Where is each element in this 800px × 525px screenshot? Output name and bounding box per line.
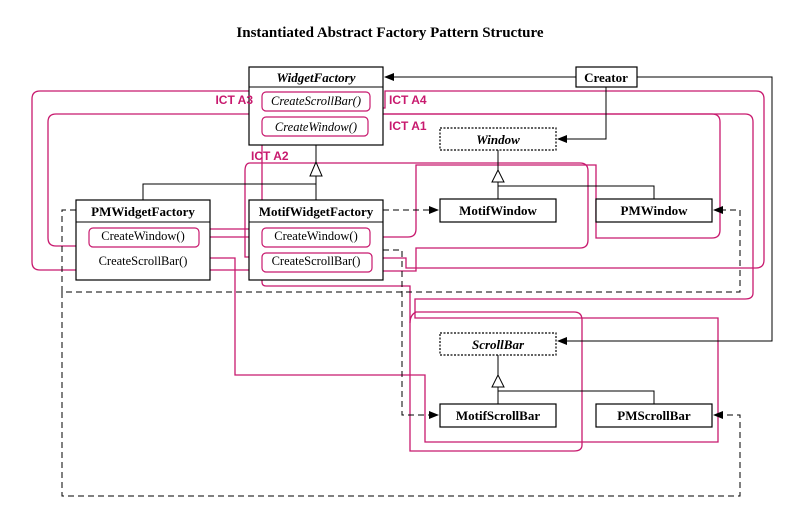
- motif-widget-factory-op-createscrollbar: CreateScrollBar(): [272, 254, 361, 268]
- create-dependencies: [61, 206, 741, 497]
- creator-class: Creator: [575, 66, 638, 88]
- ict-a4-label: ICT A4: [389, 93, 427, 107]
- motif-widget-factory-class: MotifWidgetFactory CreateWindow() Create…: [248, 199, 384, 281]
- ict-a3-outline: [31, 90, 765, 271]
- highlight-pm-createwindow: [88, 227, 200, 248]
- widget-factory-op-createwindow: CreateWindow(): [275, 120, 357, 134]
- motif-scrollbar-class: MotifScrollBar: [439, 403, 557, 428]
- ict-a1-outline: [85, 113, 721, 239]
- window-class: Window: [439, 127, 557, 151]
- ict-a3-label: ICT A3: [215, 93, 253, 107]
- pm-window-name: PMWindow: [621, 203, 689, 218]
- motif-widget-factory-op-createwindow: CreateWindow(): [274, 229, 358, 243]
- motif-factory-to-motifscrollbar: [383, 249, 439, 419]
- connectors: [142, 73, 773, 404]
- inheritance-triangles: [309, 160, 505, 388]
- widget-factory-class: WidgetFactory CreateScrollBar() CreateWi…: [248, 66, 384, 146]
- highlight-wf-createwindow: [261, 116, 369, 137]
- diagram-title: Instantiated Abstract Factory Pattern St…: [236, 25, 544, 41]
- scrollbar-class: ScrollBar: [439, 332, 557, 356]
- pm-widget-factory-op-createwindow: CreateWindow(): [101, 229, 185, 243]
- ict-a1-label: ICT A1: [389, 119, 427, 133]
- ict-a2-label: ICT A2: [251, 149, 289, 163]
- motif-widget-factory-name: MotifWidgetFactory: [259, 204, 374, 219]
- highlight-motif-createwindow: [261, 227, 371, 248]
- pm-widget-factory-name: PMWidgetFactory: [91, 204, 195, 219]
- creator-to-scrollbar-arrow: [557, 76, 773, 345]
- scrollbar-inheritance-triangle: [491, 373, 505, 388]
- pm-scrollbar-name: PMScrollBar: [617, 408, 691, 423]
- pm-factory-to-pmwindow: [61, 206, 741, 293]
- pm-widget-factory-op-createscrollbar: CreateScrollBar(): [99, 254, 188, 268]
- pm-window-class: PMWindow: [595, 198, 713, 223]
- pm-widget-factory-class: PMWidgetFactory CreateWindow() CreateScr…: [75, 199, 211, 281]
- ict-a2-outline: [244, 162, 589, 452]
- window-name: Window: [476, 132, 520, 147]
- highlight-motif-createscrollbar: [261, 252, 373, 273]
- ict-a2-connector: [261, 270, 411, 323]
- ict-outlines: [31, 90, 765, 452]
- operation-highlights: [88, 91, 373, 273]
- widgetfactory-inheritance-triangle: [309, 160, 323, 177]
- window-inheritance-triangle: [491, 168, 505, 183]
- widget-factory-name: WidgetFactory: [277, 70, 356, 85]
- motif-window-name: MotifWindow: [459, 203, 537, 218]
- scrollbar-name: ScrollBar: [472, 337, 525, 352]
- widget-factory-op-createscrollbar: CreateScrollBar(): [271, 94, 361, 108]
- pm-scrollbar-class: PMScrollBar: [595, 403, 713, 428]
- creator-to-window-arrow: [557, 87, 607, 143]
- motif-scrollbar-name: MotifScrollBar: [456, 408, 540, 423]
- highlight-wf-createscrollbar: [261, 91, 371, 112]
- pm-factory-to-pmscrollbar: [61, 292, 741, 497]
- creator-name: Creator: [584, 70, 628, 85]
- motif-window-class: MotifWindow: [439, 198, 557, 223]
